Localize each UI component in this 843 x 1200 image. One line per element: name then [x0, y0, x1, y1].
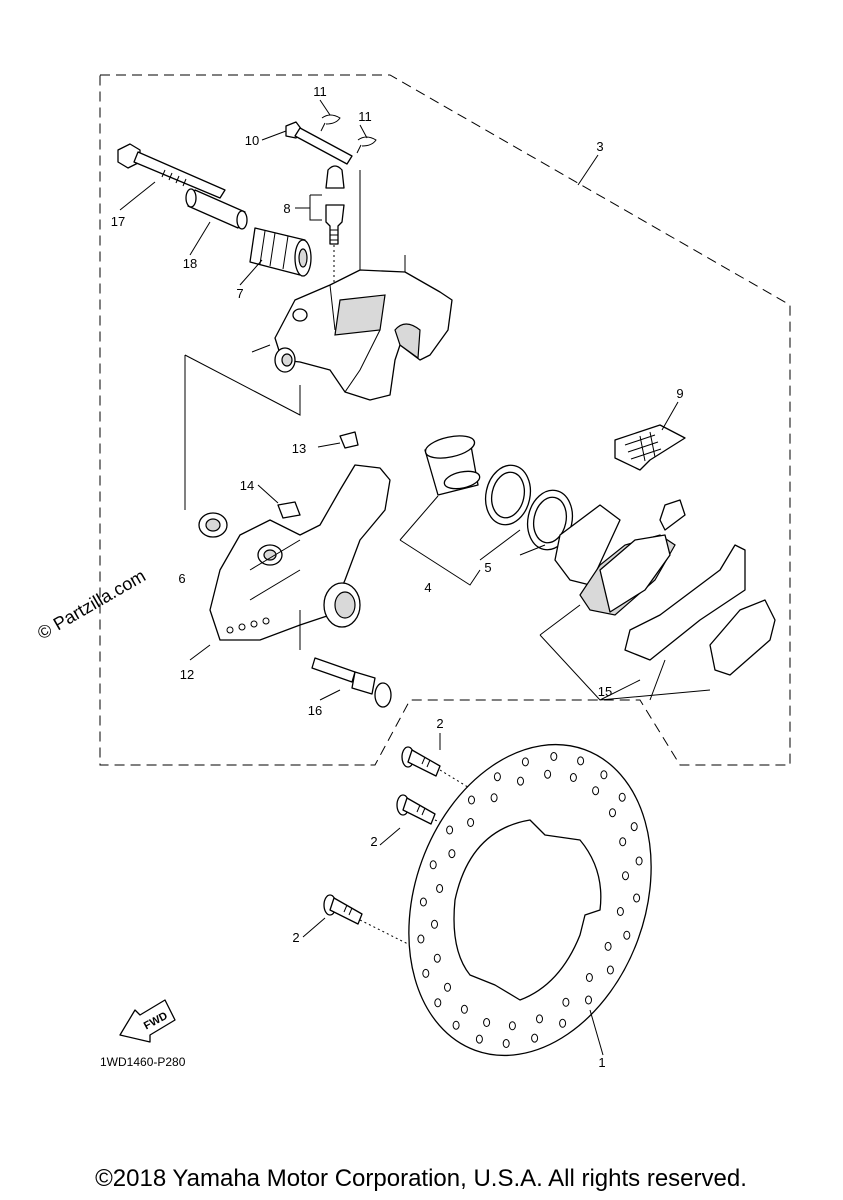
- callout-14: 14: [240, 478, 254, 493]
- callout-18: 18: [183, 256, 197, 271]
- disc-hole: [600, 770, 608, 780]
- diagram-code: 1WD1460-P280: [100, 1055, 186, 1069]
- disc-hole: [592, 786, 600, 796]
- callout-5: 5: [484, 560, 491, 575]
- disc-hole: [544, 769, 552, 779]
- brake-pad-set: [554, 499, 776, 676]
- fwd-arrow: FWD: [119, 999, 176, 1043]
- disc-hole: [468, 795, 475, 805]
- disc-hole: [618, 792, 626, 802]
- disc-hole: [585, 995, 592, 1005]
- disc-hole: [606, 965, 614, 975]
- callout-7: 7: [236, 286, 243, 301]
- caliper-bolt: [117, 143, 226, 199]
- disc-hole: [444, 982, 451, 992]
- disc-hole: [569, 773, 577, 782]
- caliper-bracket: [209, 464, 391, 641]
- disc-hole: [502, 1039, 510, 1048]
- disc-hole: [422, 968, 430, 978]
- disc-hole: [452, 1020, 460, 1030]
- disc-bolt: [396, 794, 436, 825]
- disc-hole: [604, 941, 612, 951]
- disc-hole: [559, 1018, 567, 1028]
- callout-2: 2: [370, 834, 377, 849]
- callout-8: 8: [283, 201, 290, 216]
- watermark: © Partzilla.com: [34, 565, 149, 643]
- disc-holes: [417, 752, 643, 1048]
- pad-support-clip-upper: [339, 431, 359, 449]
- disc-hole: [429, 860, 437, 870]
- disc-hole: [467, 818, 475, 827]
- callout-11: 11: [358, 109, 372, 124]
- disc-hole: [508, 1021, 516, 1031]
- disc-hole: [460, 1004, 468, 1014]
- disc-bolt: [323, 894, 363, 925]
- disc-hole: [436, 884, 444, 893]
- disc-hole: [630, 822, 638, 832]
- disc-hole: [623, 930, 631, 940]
- pin-clip: [320, 114, 377, 154]
- disc-hole: [493, 772, 501, 782]
- assembly-boundary: [99, 74, 791, 766]
- disc-hole: [448, 849, 456, 859]
- caliper-body: [274, 170, 453, 401]
- pad-pin: [285, 121, 353, 165]
- pad-spring: [614, 424, 686, 471]
- disc-hole: [431, 919, 438, 929]
- disc-hole: [434, 998, 442, 1008]
- disc-hole: [475, 1034, 483, 1044]
- bracket-boot: [198, 512, 228, 538]
- disc-hole: [446, 825, 454, 835]
- callout-1: 1: [598, 1055, 605, 1070]
- disc-hole: [550, 752, 558, 761]
- disc-hole: [635, 856, 643, 866]
- disc-hole: [483, 1018, 491, 1027]
- callout-6: 6: [178, 571, 185, 586]
- disc-hole: [490, 793, 498, 803]
- disc-hole: [622, 871, 629, 881]
- disc-bolt: [401, 746, 441, 777]
- callout-12: 12: [180, 667, 194, 682]
- disc-hole: [619, 837, 627, 847]
- bleed-screw: [325, 165, 345, 245]
- disc-hole: [417, 934, 425, 944]
- callout-4: 4: [424, 580, 431, 595]
- disc-hole: [531, 1033, 539, 1043]
- disc-hole: [609, 808, 616, 818]
- copyright: ©2018 Yamaha Motor Corporation, U.S.A. A…: [95, 1165, 747, 1192]
- brake-disc: [408, 743, 652, 1057]
- disc-hole: [517, 776, 524, 786]
- callout-10: 10: [245, 133, 259, 148]
- callout-16: 16: [308, 703, 322, 718]
- disc-hole: [577, 756, 585, 766]
- callout-9: 9: [676, 386, 683, 401]
- callout-3: 3: [596, 139, 603, 154]
- boot: [249, 227, 312, 277]
- callout-2: 2: [292, 930, 299, 945]
- pad-support-clip-lower: [277, 501, 301, 519]
- sleeve: [185, 188, 248, 230]
- disc-hole: [585, 973, 593, 982]
- disc-hole: [616, 907, 624, 916]
- piston: [424, 435, 481, 496]
- bracket-pin: [311, 657, 392, 708]
- disc-hole: [433, 953, 441, 963]
- callout-15: 15: [598, 684, 612, 699]
- disc-hole: [633, 893, 641, 903]
- disc-hole: [521, 757, 529, 767]
- callout-11: 11: [313, 84, 327, 99]
- disc-hole: [562, 997, 570, 1007]
- callout-17: 17: [111, 214, 125, 229]
- disc-hole: [536, 1014, 543, 1024]
- callout-2: 2: [436, 716, 443, 731]
- callout-13: 13: [292, 441, 306, 456]
- disc-hole: [419, 897, 427, 907]
